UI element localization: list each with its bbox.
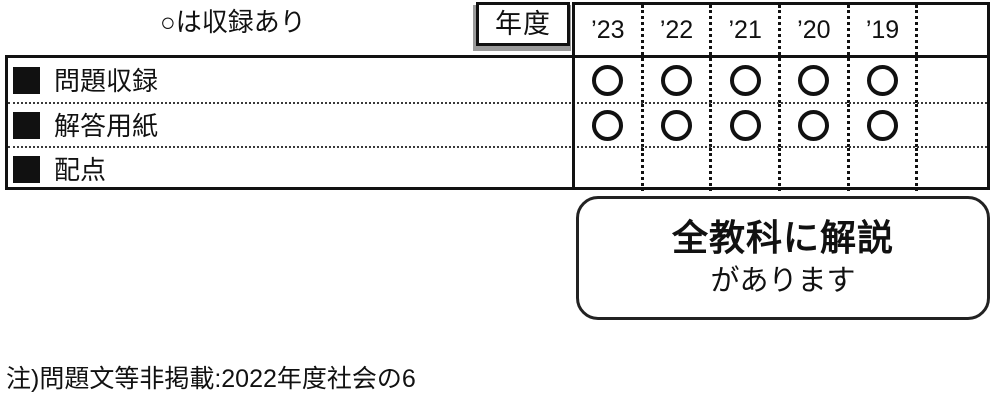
table-cell <box>781 104 850 147</box>
table-cell <box>644 104 713 147</box>
year-header-cell: 年度 <box>476 2 570 46</box>
row-label: 問題収録 <box>54 65 159 96</box>
footnote: 注)問題文等非掲載:2022年度社会の6 <box>6 365 416 393</box>
square-bullet-icon <box>13 112 40 139</box>
legend-label: ○は収録あり <box>160 7 306 37</box>
table-cell <box>781 58 850 103</box>
table-row: 解答用紙 <box>8 102 987 147</box>
legend-text: ○は収録あり <box>160 6 306 38</box>
circle-mark-icon <box>661 65 692 96</box>
year-label: ’21 <box>728 16 762 44</box>
commentary-callout: 全教科に解説 があります <box>576 196 990 320</box>
circle-mark-icon <box>592 65 624 96</box>
circle-mark-icon <box>592 110 624 141</box>
year-columns-header: ’23 ’22 ’21 ’20 ’19 <box>572 2 990 55</box>
table-cell-empty <box>712 148 782 191</box>
table-cell <box>644 58 713 103</box>
year-column-header: ’21 <box>712 5 782 55</box>
year-label: ’23 <box>591 16 625 44</box>
year-label: ’19 <box>865 16 900 44</box>
table-cell-empty <box>918 58 987 103</box>
year-column-header-empty <box>918 5 987 55</box>
circle-mark-icon <box>798 65 830 96</box>
table-cell-empty <box>644 148 713 191</box>
circle-mark-icon <box>729 65 761 96</box>
year-header-label: 年度 <box>495 9 551 39</box>
table-cell <box>575 104 644 147</box>
row-label: 配点 <box>54 154 107 185</box>
row-cells <box>575 58 987 103</box>
circle-mark-icon <box>867 65 899 96</box>
callout-secondary-text: があります <box>710 265 856 297</box>
circle-mark-icon <box>867 110 899 141</box>
circle-mark-icon <box>661 110 692 141</box>
year-label: ’20 <box>797 16 831 44</box>
table-cell <box>850 58 919 103</box>
table-cell-empty <box>781 148 850 191</box>
table-cell <box>575 58 644 103</box>
circle-mark-icon <box>798 110 830 141</box>
table-cell <box>712 104 782 147</box>
table-cell-empty <box>918 148 987 191</box>
year-label: ’22 <box>659 16 694 44</box>
year-column-header: ’19 <box>850 5 919 55</box>
year-column-header: ’23 <box>575 5 644 55</box>
row-label-group: 配点 <box>13 148 106 191</box>
table-row: 問題収録 <box>8 58 987 103</box>
year-column-header: ’22 <box>644 5 713 55</box>
year-column-header: ’20 <box>781 5 850 55</box>
table-cell-empty <box>850 148 919 191</box>
circle-mark-icon <box>729 110 761 141</box>
availability-table: 問題収録 解答用紙 配点 <box>5 55 990 191</box>
table-cell <box>850 104 919 147</box>
table-cell <box>712 58 782 103</box>
square-bullet-icon <box>13 67 40 94</box>
row-cells <box>575 104 987 147</box>
row-label-group: 問題収録 <box>13 58 158 103</box>
callout-primary-text: 全教科に解説 <box>671 217 894 258</box>
table-cell-empty <box>575 148 644 191</box>
square-bullet-icon <box>13 156 40 183</box>
label-column-divider <box>572 58 575 187</box>
table-row: 配点 <box>8 146 987 191</box>
row-cells <box>575 148 987 191</box>
row-label-group: 解答用紙 <box>13 104 158 147</box>
row-label: 解答用紙 <box>54 110 159 141</box>
table-cell-empty <box>918 104 987 147</box>
